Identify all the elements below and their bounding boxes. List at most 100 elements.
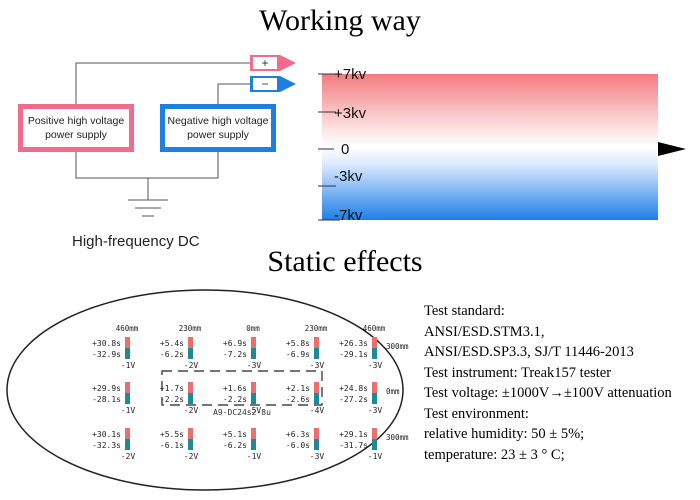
measure-positive-bar <box>188 428 193 439</box>
measure-negative-bar <box>314 393 319 404</box>
positive-wire <box>75 62 250 104</box>
measure-positive-bar <box>188 337 193 348</box>
measure-positive-time: +30.1s <box>92 430 121 439</box>
measure-voltage: -3V <box>310 361 325 370</box>
measure-positive-time: +5.5s <box>160 430 184 439</box>
measure-voltage: -5V <box>247 406 262 415</box>
return-wire <box>75 152 219 179</box>
measure-negative-time: -28.1s <box>92 395 121 404</box>
measure-positive-bar <box>372 428 377 439</box>
measure-positive-time: +29.1s <box>339 430 368 439</box>
measure-negative-time: -31.7s <box>339 441 368 450</box>
negative-supply-box: Negative high voltage power supply <box>160 104 276 152</box>
measure-positive-bar <box>251 382 256 393</box>
positive-supply-line-1: Positive high voltage <box>27 115 125 127</box>
measure-positive-time: +1.7s <box>160 384 184 393</box>
measurement-ellipse <box>6 289 404 491</box>
test-info: Test standard: ANSI/ESD.STM3.1, ANSI/ESD… <box>424 301 672 465</box>
test-info-line: ANSI/ESD.STM3.1, <box>424 323 545 340</box>
measure-negative-time: -2.6s <box>286 395 310 404</box>
measure-positive-time: +5.4s <box>160 339 184 348</box>
negative-supply-line-2: power supply <box>187 129 249 141</box>
measure-negative-time: -7.2s <box>223 350 247 359</box>
measure-negative-bar <box>372 439 377 450</box>
label-zero: 0 <box>341 141 350 158</box>
measure-negative-time: -2.2s <box>160 395 184 404</box>
dimension-right: 300mm <box>386 433 409 442</box>
measure-positive-bar <box>125 382 130 393</box>
measure-positive-bar <box>314 382 319 393</box>
test-info-line: ANSI/ESD.SP3.3, SJ/T 11446-2013 <box>424 344 634 360</box>
negative-terminal-window <box>253 78 277 90</box>
measure-negative-bar <box>125 393 130 404</box>
measure-positive-time: +2.1s <box>286 384 310 393</box>
minus-sign: − <box>261 77 268 91</box>
measure-negative-bar <box>251 439 256 450</box>
measure-negative-bar <box>125 439 130 450</box>
measure-positive-time: +29.9s <box>92 384 121 393</box>
dimension-right: 300mm <box>386 342 409 351</box>
circuit-diagram: + − <box>75 55 296 217</box>
dimension-top: 460mm <box>363 324 386 333</box>
negative-wire <box>217 83 250 104</box>
label-plus7kv: +7kv <box>334 66 367 83</box>
positive-supply-line-2: power supply <box>45 129 107 141</box>
dimension-top: 460mm <box>116 324 139 333</box>
measure-voltage: -2V <box>121 452 136 461</box>
measure-negative-bar <box>125 348 130 359</box>
static-effects-title: Static effects <box>267 245 423 278</box>
measure-positive-bar <box>188 382 193 393</box>
measure-positive-bar <box>372 382 377 393</box>
measure-negative-time: -27.2s <box>339 395 368 404</box>
measure-negative-time: -32.3s <box>92 441 121 450</box>
test-info-line: temperature: 23 ± 3 ° C; <box>424 446 565 463</box>
measure-positive-bar <box>314 428 319 439</box>
working-way-title: Working way <box>259 4 421 37</box>
measure-negative-time: -2.2s <box>223 395 247 404</box>
label-minus7kv: -7kv <box>334 207 363 224</box>
measure-negative-bar <box>188 439 193 450</box>
measure-positive-time: +6.9s <box>223 339 247 348</box>
plus-sign: + <box>261 56 268 70</box>
measure-negative-time: -6.2s <box>160 350 184 359</box>
measure-negative-time: -6.0s <box>286 441 310 450</box>
measure-positive-time: +5.1s <box>223 430 247 439</box>
measure-voltage: -2V <box>184 406 199 415</box>
measure-negative-bar <box>251 348 256 359</box>
measure-voltage: -3V <box>310 452 325 461</box>
measure-voltage: -4V <box>310 406 325 415</box>
measure-negative-bar <box>188 393 193 404</box>
test-info-line: Test voltage: ±1000V→±100V attenuation <box>424 385 672 401</box>
measure-voltage: -3V <box>368 406 383 415</box>
measure-negative-bar <box>314 439 319 450</box>
measure-positive-time: +26.3s <box>339 339 368 348</box>
measure-positive-bar <box>251 337 256 348</box>
voltage-scale <box>318 73 686 221</box>
voltage-gradient-bar <box>322 74 658 220</box>
measure-negative-time: -29.1s <box>339 350 368 359</box>
test-info-line: Test standard: <box>424 303 505 319</box>
dimension-top: 230mm <box>179 324 202 333</box>
measure-positive-bar <box>251 428 256 439</box>
measure-negative-bar <box>314 348 319 359</box>
measure-positive-bar <box>372 337 377 348</box>
measure-negative-bar <box>372 348 377 359</box>
measure-negative-bar <box>188 348 193 359</box>
test-info-line: relative humidity: 50 ± 5%; <box>424 426 585 442</box>
dimension-right: 0mm <box>386 387 400 396</box>
measure-negative-time: -6.2s <box>223 441 247 450</box>
measure-voltage: -3V <box>247 361 262 370</box>
measure-negative-bar <box>372 393 377 404</box>
measure-positive-bar <box>125 337 130 348</box>
measure-positive-time: +1.6s <box>223 384 247 393</box>
high-frequency-dc-label: High-frequency DC <box>72 233 200 250</box>
test-info-line: Test environment: <box>424 405 529 422</box>
measure-positive-bar <box>314 337 319 348</box>
positive-terminal-window <box>253 57 277 69</box>
measure-negative-time: -6.9s <box>286 350 310 359</box>
measure-negative-time: -6.1s <box>160 441 184 450</box>
measure-voltage: -2V <box>184 361 199 370</box>
measure-negative-bar <box>251 393 256 404</box>
region-label: A9-DC24s2-8u <box>213 408 271 417</box>
